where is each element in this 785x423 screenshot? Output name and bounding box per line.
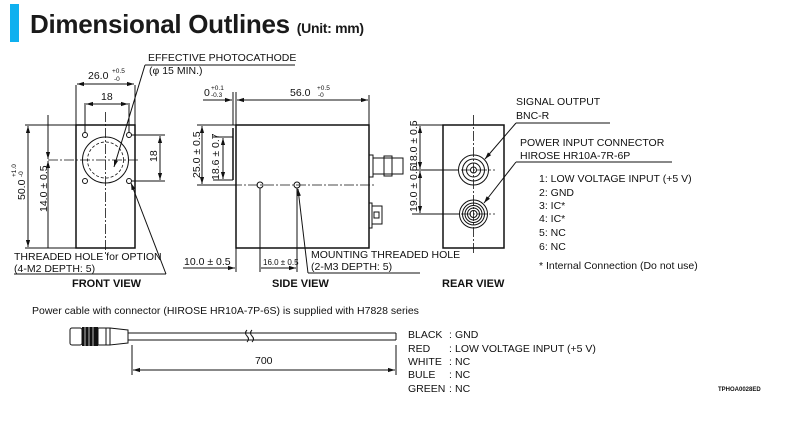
side-length-dim: 56.0: [290, 87, 311, 99]
title-accent-bar: [10, 4, 19, 42]
mounting-hole-label: MOUNTING THREADED HOLE: [311, 249, 460, 261]
front-height-tol-minus: -0: [18, 171, 25, 177]
mounting-hole-leader: [296, 188, 309, 274]
photocathode-size: (φ 15 MIN.): [149, 65, 202, 77]
pin-2: 2: GND: [539, 187, 574, 199]
cable-break-mark: [245, 329, 249, 343]
power-input-connector: [459, 199, 488, 229]
power-cable: Power cable with connector (HIROSE HR10A…: [32, 305, 596, 395]
threaded-hole-leader: [130, 182, 167, 275]
side-gap-tol-plus: +0.1: [211, 85, 224, 92]
front-hole-tr: [126, 132, 132, 138]
power-connector-label: POWER INPUT CONNECTOR: [520, 137, 665, 149]
side-bnc-body: [372, 157, 404, 175]
side-view-label: SIDE VIEW: [272, 278, 329, 290]
photocathode-outer-ring: [82, 136, 129, 184]
pin-6: 6: NC: [539, 241, 566, 253]
wire-color-green: GREEN: [408, 383, 445, 395]
side-height-dim: 25.0 ± 0.5: [191, 131, 203, 178]
pin-note: * Internal Connection (Do not use): [539, 260, 698, 272]
drawing-code: TPHOA0028ED: [718, 387, 761, 393]
front-hole-bl: [82, 178, 88, 184]
front-height-tol-plus: +1.0: [11, 164, 18, 177]
front-hole-spacing-v: 18: [148, 150, 160, 162]
svg-text::: :: [449, 383, 452, 395]
side-gap-tol-minus: -0.3: [211, 92, 223, 99]
side-power-connector: [371, 205, 383, 225]
wire-color-white: WHITE: [408, 356, 442, 368]
photocathode-label: EFFECTIVE PHOTOCATHODE: [148, 52, 296, 64]
rear-view: 18.0 ± 0.5 19.0 ± 0.5 SIGNAL OUTPUT BNC-…: [408, 96, 698, 290]
threaded-hole-spec: (4-M2 DEPTH: 5): [14, 263, 95, 275]
front-width-tol-minus: -0: [114, 76, 120, 83]
front-view: 26.0 +0.5 -0 18 18 50.0 +1.0 -0 14.0 ± 0…: [11, 52, 296, 290]
photocathode-area: [87, 141, 124, 179]
cable-plug-icon: [69, 327, 129, 346]
wire-color-blue: BULE: [408, 369, 435, 381]
signal-output-type: BNC-R: [516, 110, 550, 122]
wire-color-black: BLACK: [408, 329, 442, 341]
signal-output-label: SIGNAL OUTPUT: [516, 96, 601, 108]
svg-text::: :: [449, 329, 452, 341]
wire-function-black: GND: [455, 329, 479, 341]
pin-5: 5: NC: [539, 227, 566, 239]
side-hole-spacing-dim: 16.0 ± 0.5: [263, 258, 299, 267]
rear-view-label: REAR VIEW: [442, 278, 505, 290]
side-length-tol-minus: -0: [318, 92, 324, 99]
wire-function-white: NC: [455, 356, 471, 368]
page-title: Dimensional Outlines (Unit: mm): [30, 9, 364, 40]
front-hole-br: [126, 178, 132, 184]
photocathode-leader: [113, 64, 146, 168]
power-connector-leader: [483, 161, 517, 204]
mounting-hole-spec: (2-M3 DEPTH: 5): [311, 261, 392, 273]
side-length-tol-plus: +0.5: [317, 85, 330, 92]
front-hole-tl: [82, 132, 88, 138]
side-body-outline: [235, 124, 370, 249]
side-inner-height-dim: 18.6 ± 0.7: [210, 133, 222, 180]
cable-caption: Power cable with connector (HIROSE HR10A…: [32, 305, 419, 317]
svg-text::: :: [449, 369, 452, 381]
svg-text::: :: [449, 343, 452, 355]
wire-color-red: RED: [408, 343, 431, 355]
front-height-dim: 50.0: [16, 179, 28, 200]
wire-function-green: NC: [455, 383, 471, 395]
power-connector-type: HIROSE HR10A-7R-6P: [520, 150, 630, 162]
pin-4: 4: IC*: [539, 213, 565, 225]
front-width-tol-plus: +0.5: [112, 68, 125, 75]
cable-length-dim: 700: [255, 355, 273, 367]
title-unit: (Unit: mm): [296, 20, 364, 36]
side-view: 0 +0.1 -0.3 56.0 +0.5 -0 25.0 ± 0.5 18.6…: [183, 85, 460, 290]
side-offset-dim: 10.0 ± 0.5: [184, 256, 231, 268]
wire-legend: BLACK : GND RED : LOW VOLTAGE INPUT (+5 …: [408, 329, 596, 395]
bnc-connector: [458, 154, 489, 186]
side-gap-dim: 0: [204, 87, 210, 99]
front-center-height-dim: 14.0 ± 0.5: [38, 165, 50, 212]
wire-function-blue: NC: [455, 369, 471, 381]
pin-1: 1: LOW VOLTAGE INPUT (+5 V): [539, 173, 692, 185]
pin-3: 3: IC*: [539, 200, 565, 212]
rear-bottom-dim: 19.0 ± 0.5: [408, 165, 420, 212]
front-view-label: FRONT VIEW: [72, 278, 142, 290]
signal-output-leader: [484, 122, 517, 160]
wire-function-red: LOW VOLTAGE INPUT (+5 V): [455, 343, 596, 355]
rear-top-dim: 18.0 ± 0.5: [408, 120, 420, 167]
svg-text::: :: [449, 356, 452, 368]
title-text: Dimensional Outlines: [30, 9, 290, 39]
front-width-dim: 26.0: [88, 70, 109, 82]
front-hole-spacing-h: 18: [101, 91, 113, 103]
threaded-hole-label: THREADED HOLE for OPTION: [14, 251, 162, 263]
